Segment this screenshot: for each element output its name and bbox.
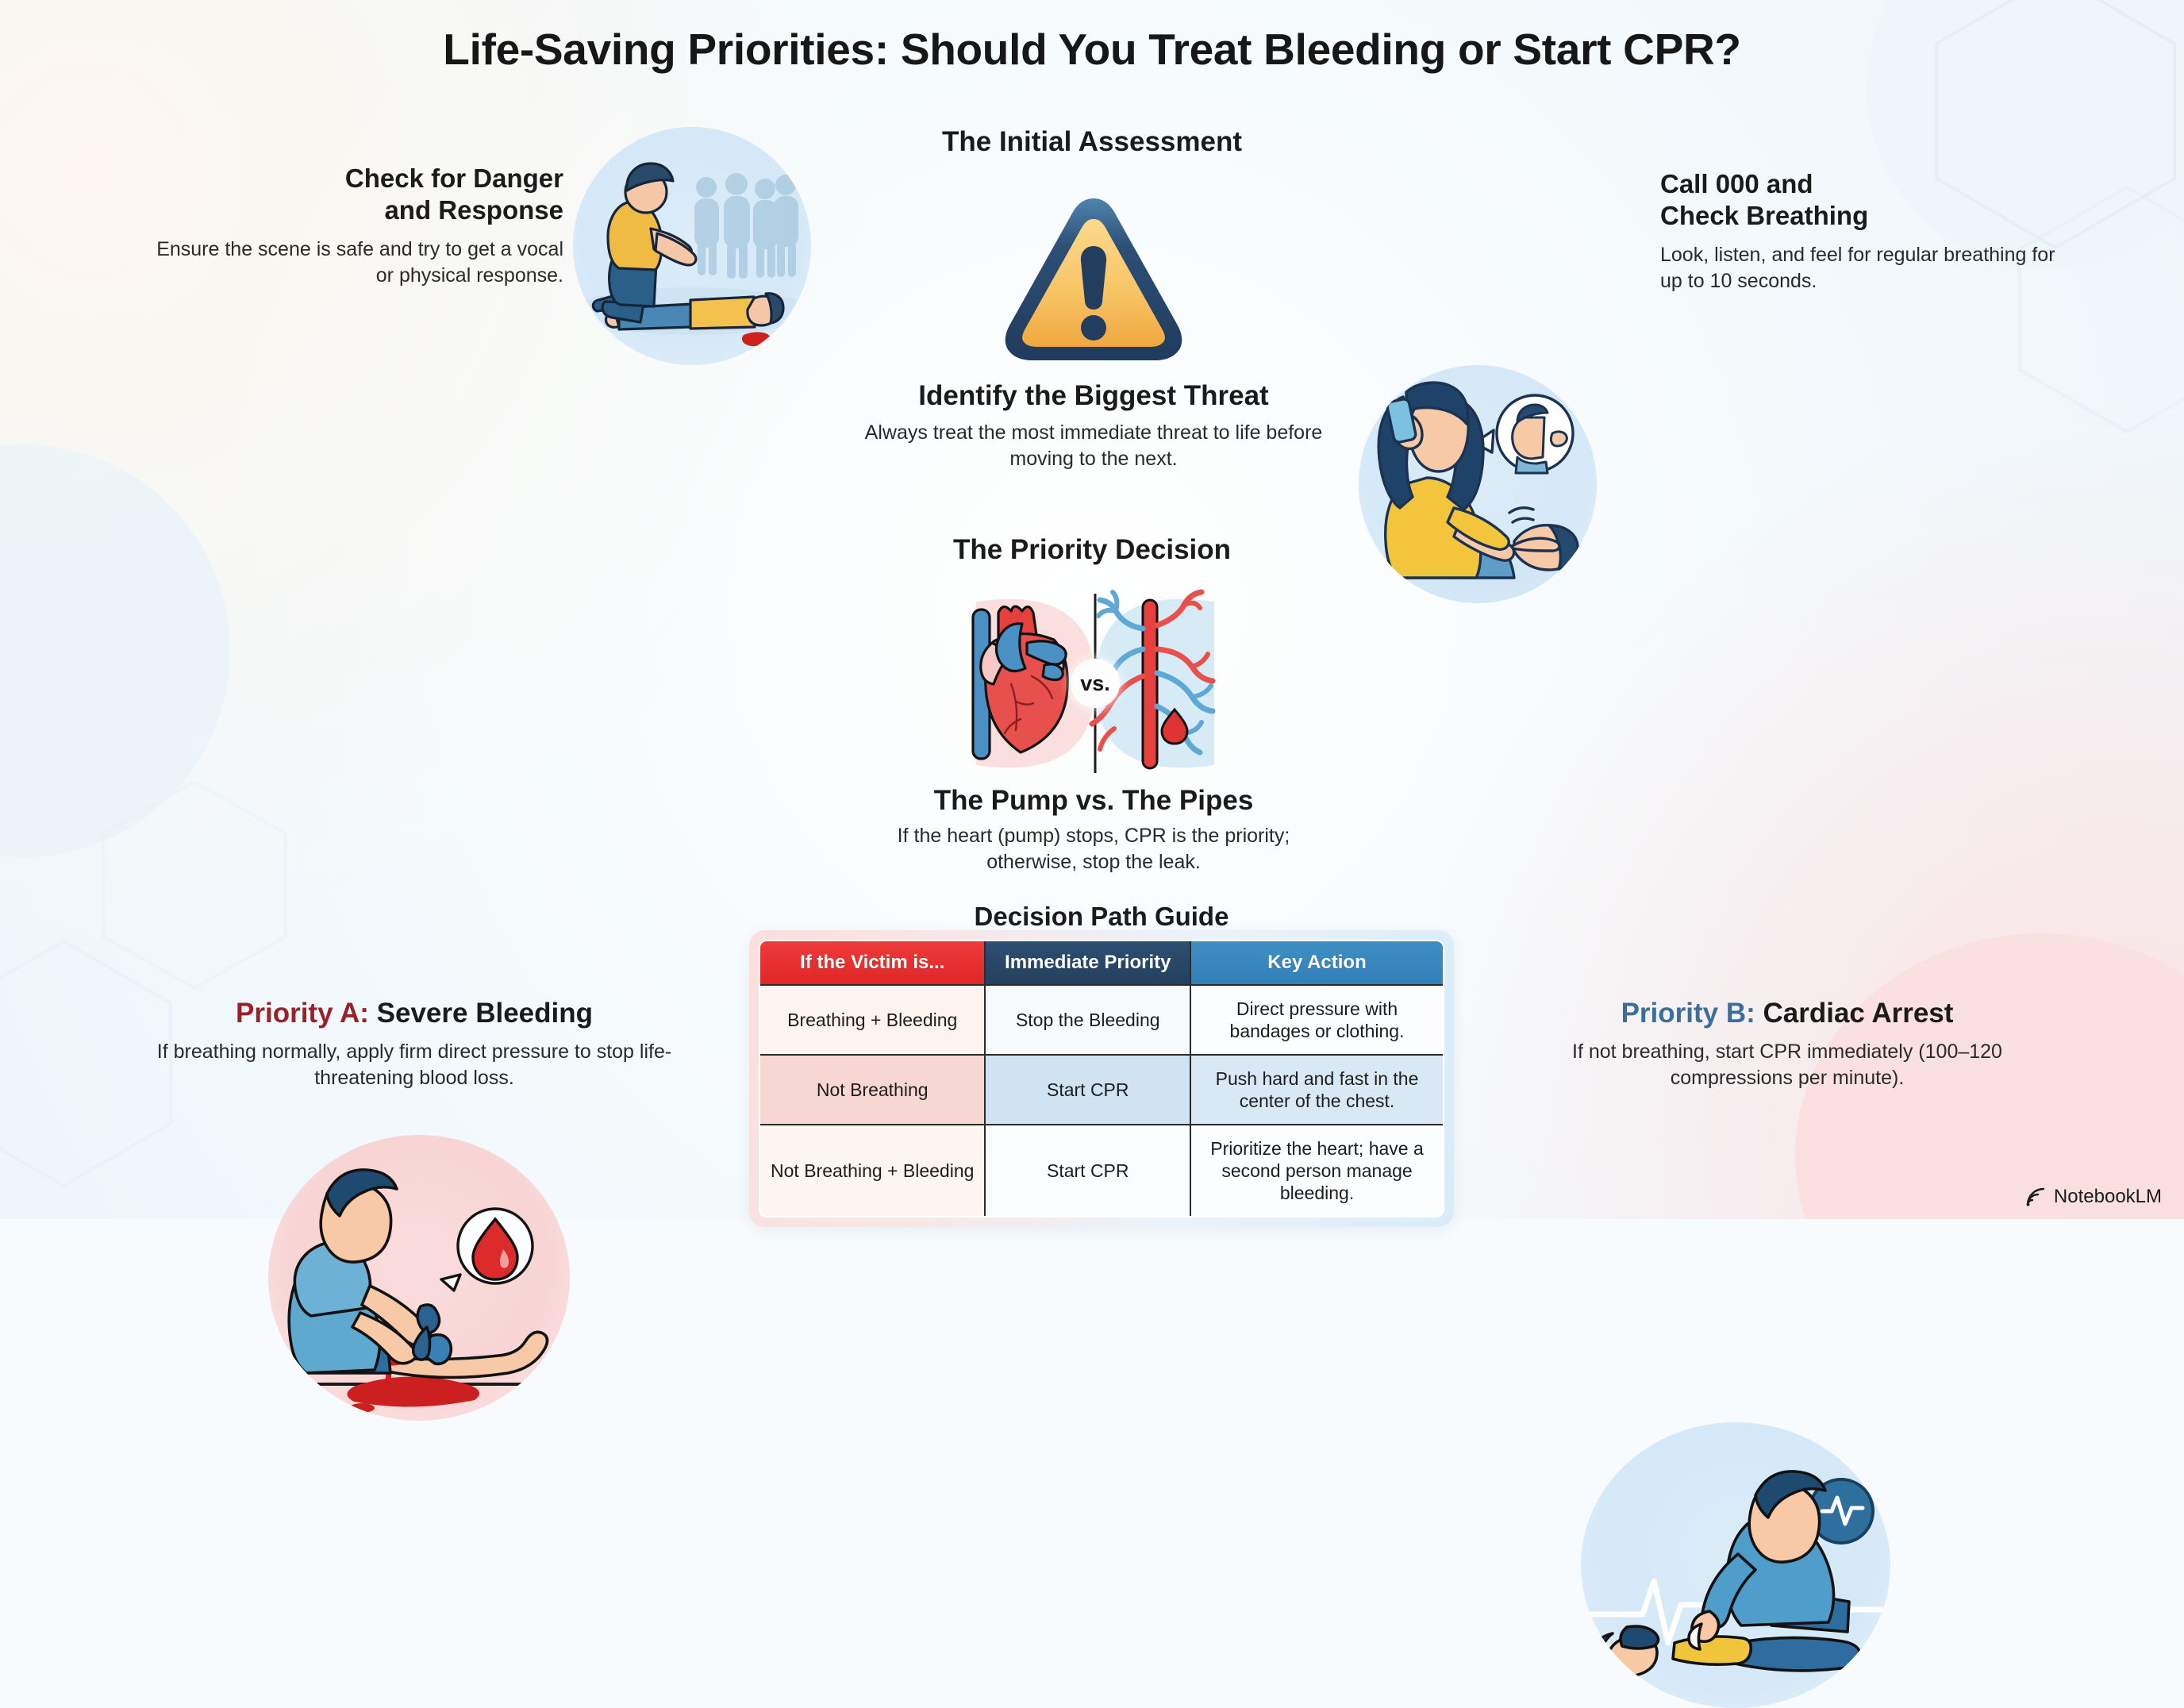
priority-b-title: Cardiac Arrest [1763, 998, 1954, 1029]
table-cell-key-action: Push hard and fast in the center of the … [1190, 1054, 1443, 1126]
background-hexagon-bottom-left [0, 939, 172, 1188]
check-danger-heading-line2: and Response [384, 194, 563, 225]
priority-a-title: Severe Bleeding [376, 998, 593, 1029]
table-cell-victim-state: Not Breathing [760, 1054, 986, 1126]
responder-checking-unconscious-person-illustration [573, 127, 811, 365]
decision-path-guide-heading: Decision Path Guide [974, 902, 1229, 931]
table-header-row: If the Victim is... Immediate Priority K… [760, 941, 1443, 986]
priority-b-body: If not breathing, start CPR immediately … [1572, 1041, 2002, 1089]
table-cell-key-action: Prioritize the heart; have a second pers… [1190, 1124, 1443, 1217]
table-row: Not Breathing Start CPR Push hard and fa… [760, 1054, 1443, 1126]
table-row: Breathing + Bleeding Stop the Bleeding D… [760, 983, 1443, 1056]
call-000-heading-line1: Call 000 and [1660, 169, 1813, 198]
identify-threat-heading: Identify the Biggest Threat [918, 380, 1269, 411]
priority-a-label: Priority A: [236, 998, 369, 1029]
call-000-body: Look, listen, and feel for regular breat… [1660, 244, 2055, 292]
section-priority-b: Priority B: Cardiac Arrest If not breath… [1517, 997, 2057, 1091]
decision-path-guide-table: If the Victim is... Immediate Priority K… [759, 940, 1444, 1218]
heart-vs-vessels-illustration: vs. [944, 587, 1246, 779]
table-cell-immediate-priority: Start CPR [984, 1124, 1192, 1217]
section-priority-a: Priority A: Severe Bleeding If breathing… [144, 997, 684, 1091]
vs-badge: vs. [1071, 659, 1120, 708]
section-check-danger: Check for Danger and Response Ensure the… [151, 163, 563, 288]
pump-vs-pipes-heading: The Pump vs. The Pipes [933, 785, 1254, 816]
table-cell-immediate-priority: Start CPR [984, 1054, 1192, 1126]
table-cell-immediate-priority: Stop the Bleeding [984, 983, 1192, 1056]
table-cell-victim-state: Not Breathing + Bleeding [760, 1124, 986, 1217]
person-applying-tourniquet-to-bleeding-leg-illustration [268, 1135, 570, 1421]
call-000-heading-line2: Check Breathing [1660, 200, 1869, 230]
page-title: Life-Saving Priorities: Should You Treat… [443, 25, 1741, 74]
priority-a-body: If breathing normally, apply firm direct… [156, 1041, 672, 1089]
woman-calling-emergency-checking-breathing-illustration [1359, 365, 1597, 603]
warning-triangle-icon [998, 184, 1189, 379]
section-priority-decision: The Priority Decision [854, 533, 1330, 566]
priority-a-heading: Priority A: Severe Bleeding [144, 997, 684, 1029]
background-hexagon-right [2018, 185, 2184, 434]
check-danger-heading-line1: Check for Danger [344, 163, 563, 193]
notebooklm-watermark-label: NotebookLM [2053, 1186, 2162, 1207]
notebooklm-watermark: NotebookLM [2025, 1186, 2162, 1208]
background-hexagon-top-right [1935, 0, 2176, 250]
background-hexagon-left [102, 779, 287, 991]
table-row: Not Breathing + Bleeding Start CPR Prior… [760, 1124, 1443, 1217]
table-header-victim-state: If the Victim is... [760, 941, 986, 986]
decision-path-guide-heading-wrap: Decision Path Guide [863, 902, 1340, 933]
check-danger-body: Ensure the scene is safe and try to get … [156, 238, 563, 287]
section-initial-assessment: The Initial Assessment [854, 125, 1330, 158]
person-performing-cpr-chest-compressions-illustration [1581, 1422, 1890, 1708]
priority-decision-heading: The Priority Decision [952, 534, 1232, 565]
pump-vs-pipes-body: If the heart (pump) stops, CPR is the pr… [897, 825, 1290, 873]
priority-b-label: Priority B: [1621, 998, 1755, 1029]
table-cell-victim-state: Breathing + Bleeding [760, 983, 986, 1056]
initial-assessment-heading: The Initial Assessment [942, 126, 1242, 157]
notebooklm-logo-icon [2026, 1187, 2045, 1206]
table-header-key-action: Key Action [1190, 941, 1443, 986]
identify-threat-body: Always treat the most immediate threat t… [864, 421, 1323, 470]
decision-path-guide-table-wrap: If the Victim is... Immediate Priority K… [749, 930, 1454, 1228]
table-header-immediate-priority: Immediate Priority [984, 941, 1192, 986]
section-call-000: Call 000 and Check Breathing Look, liste… [1660, 168, 2057, 294]
section-pump-vs-pipes: The Pump vs. The Pipes If the heart (pum… [856, 784, 1332, 875]
priority-b-heading: Priority B: Cardiac Arrest [1517, 997, 2057, 1029]
section-identify-biggest-threat: Identify the Biggest Threat Always treat… [856, 379, 1332, 471]
table-cell-key-action: Direct pressure with bandages or clothin… [1190, 983, 1443, 1056]
